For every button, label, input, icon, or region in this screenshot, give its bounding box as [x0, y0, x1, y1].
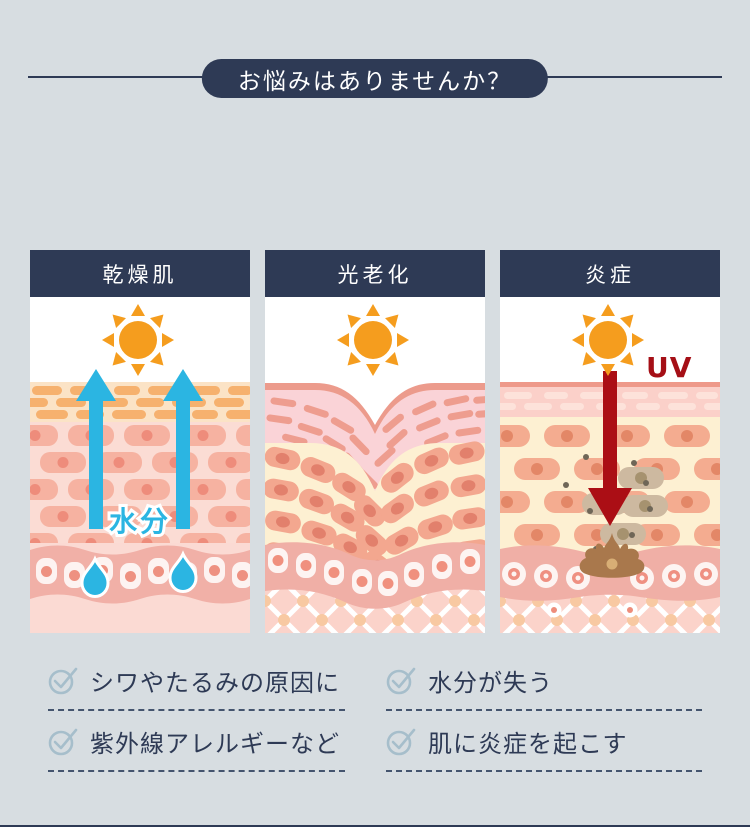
list-item: 水分が失う — [386, 663, 702, 711]
circled-check-icon — [386, 726, 417, 757]
panel-inflammation-header: 炎症 — [500, 250, 720, 297]
panel-dry-skin-header: 乾燥肌 — [30, 250, 250, 297]
list-item: 紫外線アレルギーなど — [48, 724, 345, 772]
panel-photo-aging: 光老化 — [265, 250, 485, 633]
panel-photo-aging-label: 光老化 — [337, 262, 413, 287]
sun-icon — [572, 304, 644, 376]
panel-row: 乾燥肌 — [30, 250, 720, 633]
dermis-layer — [30, 543, 250, 633]
circled-check-icon — [386, 665, 417, 696]
list-item-label: 紫外線アレルギーなど — [90, 730, 340, 758]
circled-check-icon — [48, 665, 79, 696]
list-item: 肌に炎症を起こす — [386, 724, 702, 772]
header-title: お悩みはありませんか？ — [237, 68, 513, 95]
dry-skin-illustration: 水分 — [30, 297, 250, 633]
header-title-pill: お悩みはありませんか？ — [201, 59, 549, 98]
circled-check-icon — [48, 726, 79, 757]
down-arrow-icon — [588, 371, 632, 526]
sun-icon — [102, 304, 174, 376]
inflammation-illustration: UV — [500, 297, 720, 633]
panel-dry-skin: 乾燥肌 — [30, 250, 250, 633]
panel-photo-aging-header: 光老化 — [265, 250, 485, 297]
up-arrow-icon — [76, 369, 203, 529]
bottom-border-line — [0, 825, 750, 827]
panel-dry-skin-label: 乾燥肌 — [102, 262, 178, 287]
inflammation-splat — [579, 533, 645, 578]
wrinkle-shape — [265, 383, 485, 633]
epidermis-brick-layer — [30, 422, 250, 554]
list-item-label: 肌に炎症を起こす — [428, 730, 628, 758]
concern-checklist: シワやたるみの原因に 水分が失う 紫外線アレルギーなど 肌に炎症を起こす — [48, 663, 702, 772]
list-item: シワやたるみの原因に — [48, 663, 345, 711]
uv-label: UV — [646, 351, 692, 384]
sun-icon — [337, 304, 409, 376]
stratum-corneum-layer — [30, 382, 250, 422]
lattice-node-cells — [546, 602, 638, 618]
panel-inflammation-label: 炎症 — [585, 262, 635, 287]
photo-aging-illustration — [265, 297, 485, 633]
moisture-label: 水分 — [109, 505, 171, 538]
panel-inflammation: 炎症 — [500, 250, 720, 633]
list-item-label: シワやたるみの原因に — [90, 669, 340, 697]
list-item-label: 水分が失う — [428, 669, 553, 697]
